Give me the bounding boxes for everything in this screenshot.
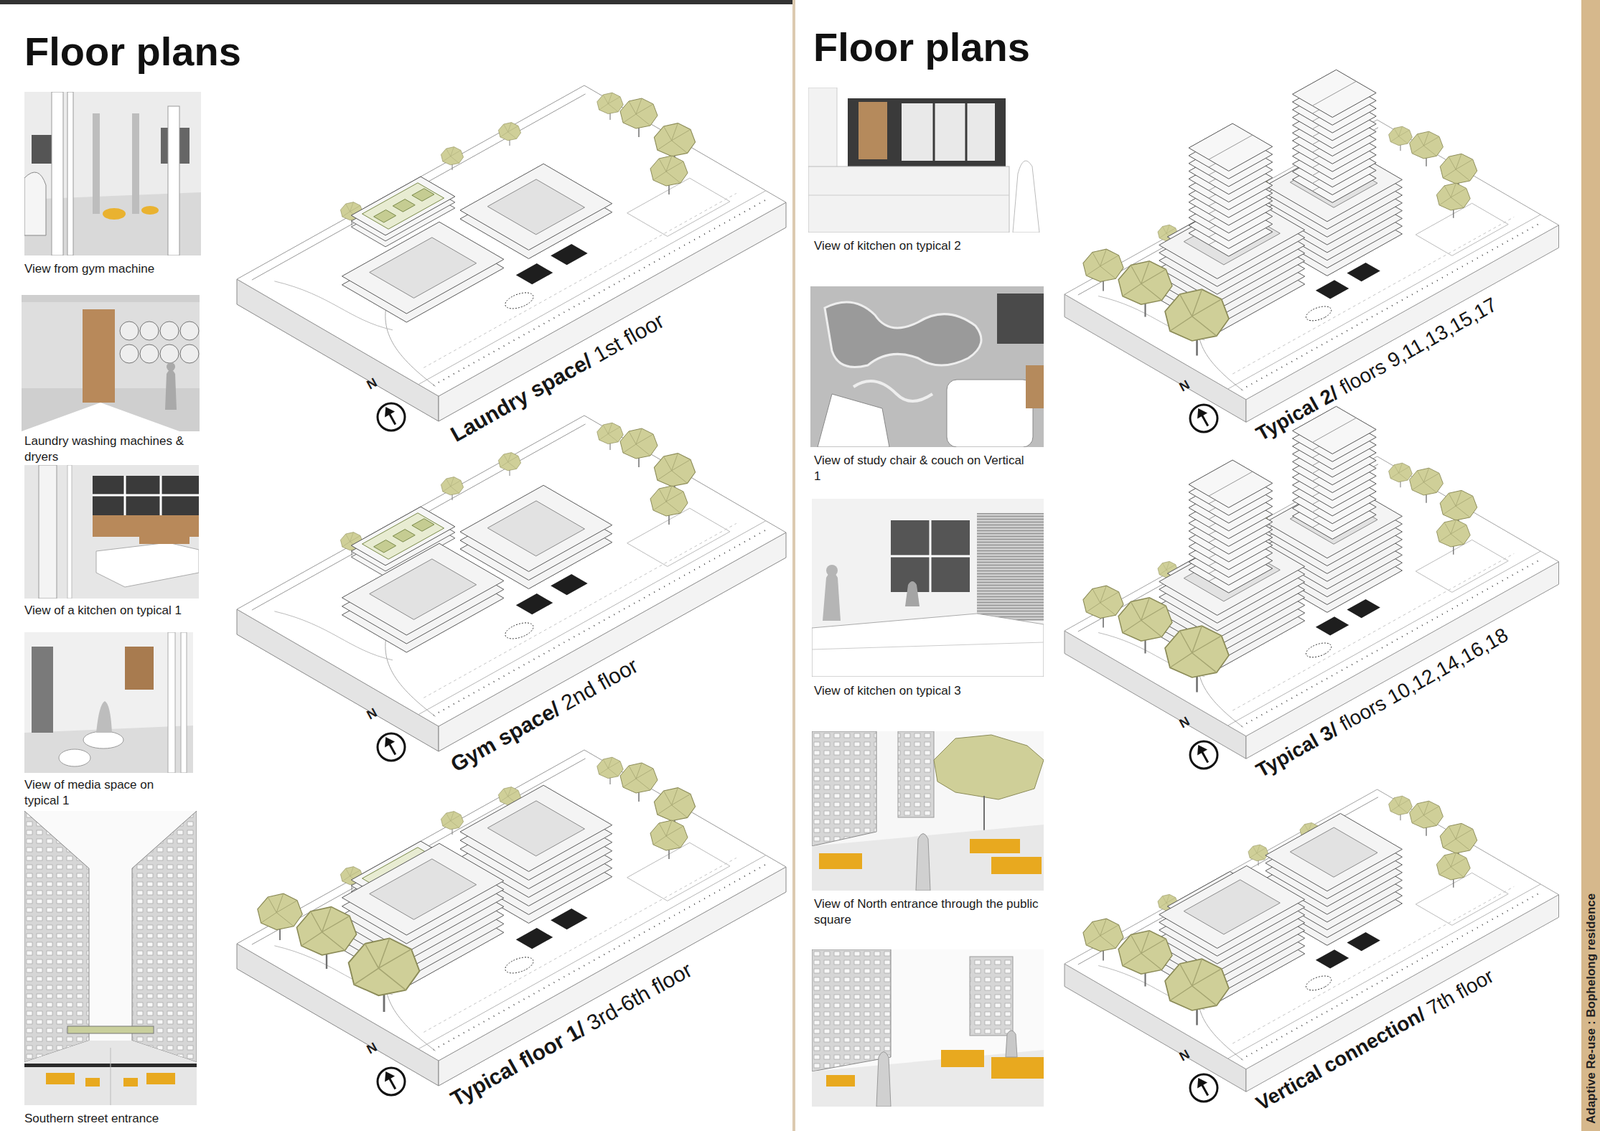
north-arrow [1186,401,1221,436]
render-north-entrance [811,731,1044,891]
north-arrow [373,1064,409,1099]
image-caption: View of kitchen on typical 2 [813,238,1044,255]
render-kitchen-typical-1 [24,465,199,599]
render-media-space [24,632,194,774]
image-caption: View of study chair & couch on Vertical … [813,452,1030,485]
render-public-square [811,949,1044,1107]
render-kitchen-typical-3 [811,498,1044,677]
render-study-chair-couch [810,286,1044,448]
render-laundry [21,295,200,432]
render-southern-street [24,811,197,1106]
page-title: Floor plans [813,27,1031,68]
image-caption: View from gym machine [24,261,212,278]
page-title: Floor plans [24,31,242,72]
image-caption: Laundry washing machines & dryers [24,433,186,466]
north-arrow [1186,1070,1221,1106]
north-arrow [373,730,409,765]
north-arrow [373,399,409,435]
render-kitchen-typical-2 [808,87,1043,233]
image-caption: View of media space on typical 1 [24,777,186,809]
side-banner-text: Adaptive Re-use : Bophelong residence [1584,893,1599,1125]
render-gym [24,91,201,256]
image-caption: View of a kitchen on typical 1 [24,602,212,619]
image-caption: Southern street entrance [24,1111,212,1127]
image-caption: View of North entrance through the publi… [813,896,1044,929]
image-caption: View of kitchen on typical 3 [813,683,1044,700]
north-arrow [1186,737,1221,773]
